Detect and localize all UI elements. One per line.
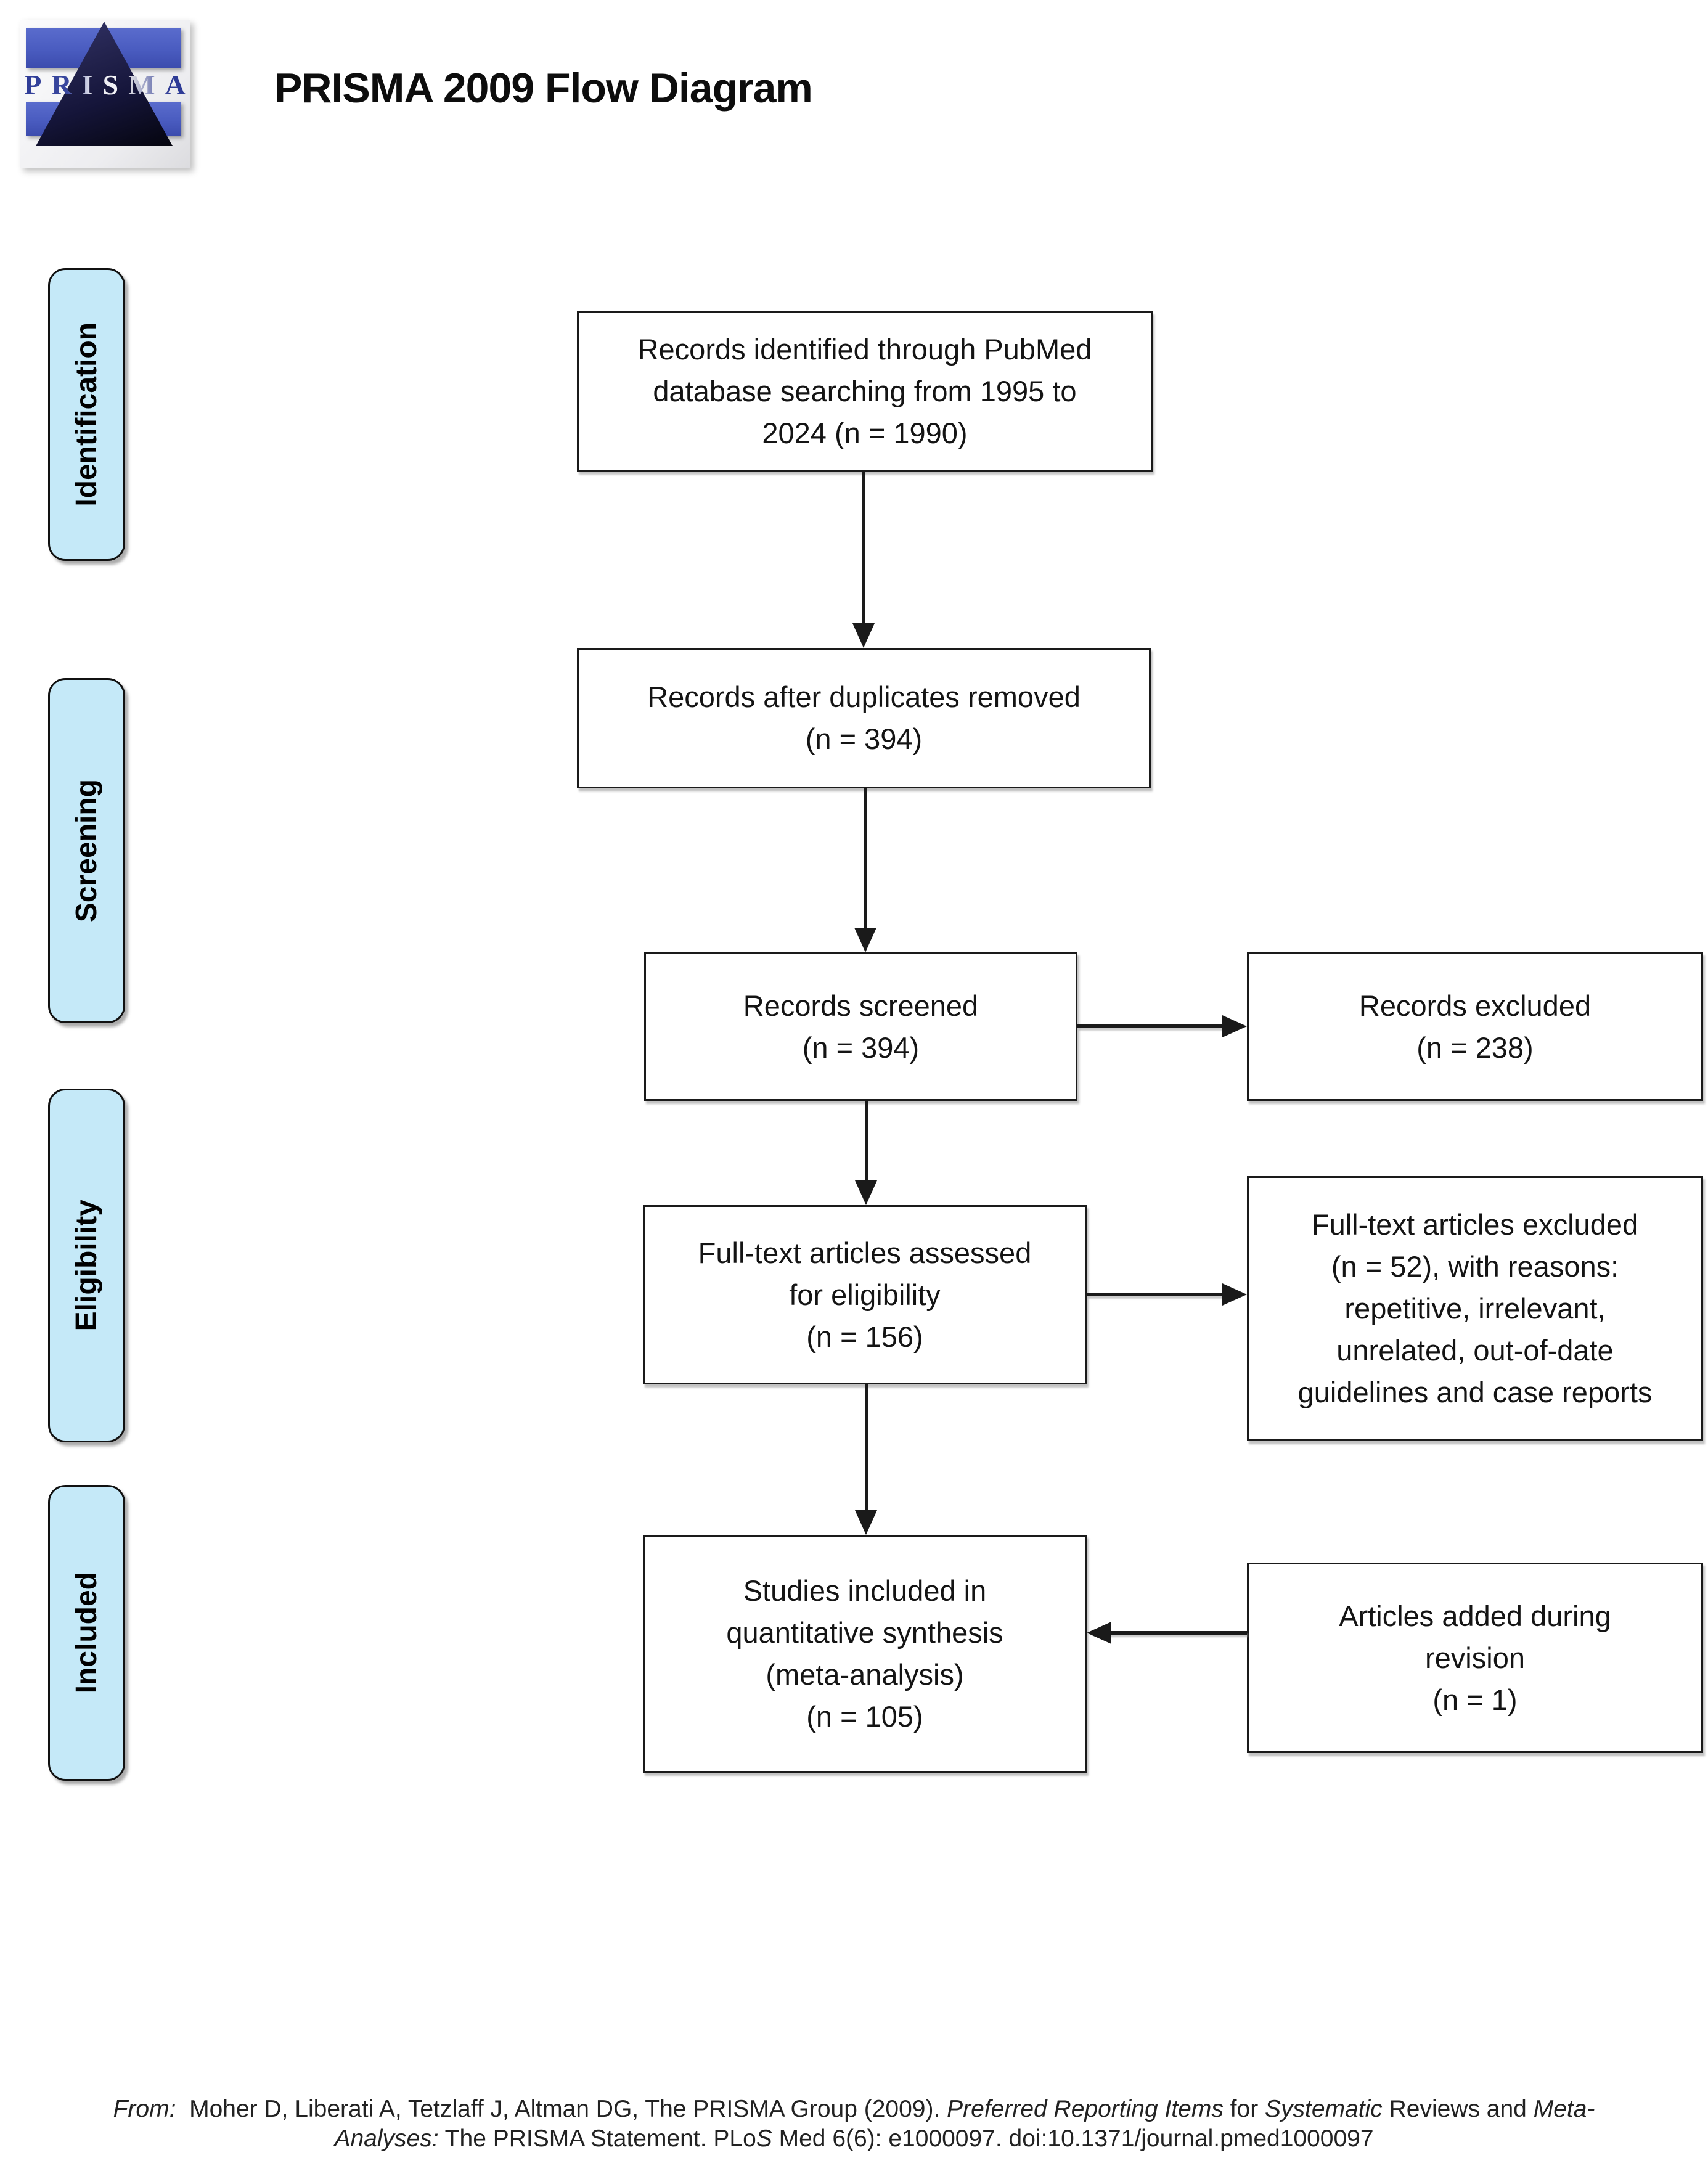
logo-wordmark: PRISMA: [20, 68, 190, 102]
arrow-line: [865, 1101, 868, 1183]
arrow-screened-to-excluded: [1077, 1015, 1247, 1037]
arrow-line: [1077, 1024, 1225, 1028]
arrow-line: [862, 472, 865, 626]
stage-label-included: Included: [48, 1485, 125, 1781]
arrow-screened-to-fulltext: [855, 1101, 877, 1205]
citation-line-1: From: Moher D, Liberati A, Tetzlaff J, A…: [113, 2096, 1595, 2122]
box-articles-added-text: Articles added during revision (n = 1): [1339, 1599, 1611, 1716]
page-title: PRISMA 2009 Flow Diagram: [274, 65, 813, 112]
arrow-line: [864, 788, 867, 930]
box-fulltext-assessed: Full-text articles assessed for eligibil…: [643, 1205, 1087, 1384]
arrow-down-icon: [855, 1180, 877, 1205]
arrow-identified-to-duplicates: [852, 472, 875, 648]
arrow-duplicates-to-screened: [854, 788, 876, 952]
arrow-down-icon: [854, 928, 876, 952]
box-articles-added: Articles added during revision (n = 1): [1247, 1563, 1703, 1753]
box-fulltext-assessed-text: Full-text articles assessed for eligibil…: [698, 1236, 1032, 1353]
box-fulltext-excluded: Full-text articles excluded (n = 52), wi…: [1247, 1176, 1703, 1441]
arrow-fulltext-to-fulltext-excluded: [1087, 1283, 1247, 1306]
box-records-identified: Records identified through PubMed databa…: [577, 311, 1153, 472]
box-fulltext-excluded-text: Full-text articles excluded (n = 52), wi…: [1297, 1208, 1653, 1408]
arrow-down-icon: [852, 623, 875, 648]
citation-line-2: Analyses: The PRISMA Statement. PLoS Med…: [334, 2125, 1374, 2152]
box-records-screened: Records screened (n = 394): [644, 952, 1077, 1101]
stage-label-eligibility: Eligibility: [48, 1089, 125, 1442]
arrow-line: [865, 1384, 868, 1513]
stage-label-identification-text: Identification: [70, 322, 103, 507]
stage-label-included-text: Included: [70, 1572, 103, 1694]
arrow-added-to-included: [1087, 1622, 1247, 1644]
stage-label-identification: Identification: [48, 268, 125, 561]
stage-label-screening: Screening: [48, 678, 125, 1023]
stage-label-eligibility-text: Eligibility: [70, 1200, 103, 1331]
box-studies-included-text: Studies included in quantitative synthes…: [726, 1574, 1003, 1733]
citation: From: Moher D, Liberati A, Tetzlaff J, A…: [0, 2095, 1708, 2154]
arrow-right-icon: [1222, 1283, 1247, 1306]
box-studies-included: Studies included in quantitative synthes…: [643, 1535, 1087, 1773]
arrow-left-icon: [1087, 1622, 1111, 1644]
box-records-identified-text: Records identified through PubMed databa…: [637, 333, 1092, 449]
arrow-line: [1109, 1631, 1247, 1635]
box-records-excluded-text: Records excluded (n = 238): [1359, 989, 1592, 1064]
arrow-line: [1087, 1293, 1225, 1296]
box-records-excluded: Records excluded (n = 238): [1247, 952, 1703, 1101]
prisma-logo: PRISMA: [20, 20, 190, 168]
arrow-fulltext-to-included: [855, 1384, 877, 1535]
arrow-down-icon: [855, 1510, 877, 1535]
stage-label-screening-text: Screening: [70, 779, 103, 923]
box-records-screened-text: Records screened (n = 394): [743, 989, 979, 1064]
box-duplicates-removed: Records after duplicates removed (n = 39…: [577, 648, 1151, 788]
box-duplicates-removed-text: Records after duplicates removed (n = 39…: [647, 681, 1081, 755]
arrow-right-icon: [1222, 1015, 1247, 1037]
